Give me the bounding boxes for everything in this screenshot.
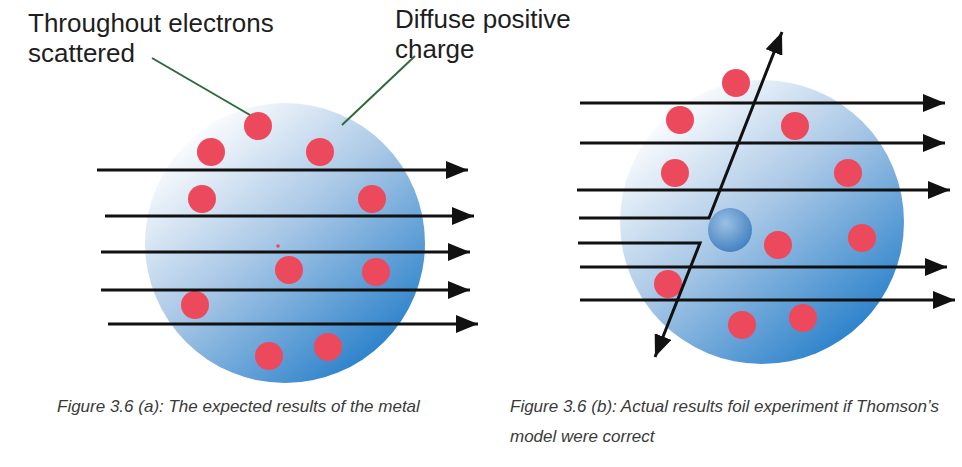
electron — [764, 231, 792, 259]
leader-line — [152, 58, 250, 115]
electron — [314, 333, 342, 361]
alpha-path — [580, 299, 955, 302]
alpha-path — [101, 289, 470, 292]
alpha-path — [108, 323, 478, 326]
electron — [661, 159, 689, 187]
electron — [181, 291, 209, 319]
electron — [848, 224, 876, 252]
alpha-path — [580, 102, 945, 105]
alpha-path — [580, 142, 945, 145]
alpha-path — [580, 266, 947, 269]
alpha-paths — [577, 32, 955, 357]
deflected-path — [578, 243, 700, 357]
positive-sphere — [145, 103, 425, 383]
alpha-path — [577, 189, 950, 192]
figure-caption: Figure 3.6 (b): Actual results foil expe… — [510, 392, 950, 452]
electron — [728, 311, 756, 339]
electron — [255, 342, 283, 370]
electron — [275, 256, 303, 284]
electron — [358, 185, 386, 213]
positive-sphere — [620, 80, 904, 364]
figure-caption: Figure 3.6 (a): The expected results of … — [57, 392, 507, 422]
electron — [244, 112, 272, 140]
electron — [362, 258, 390, 286]
electron — [306, 138, 334, 166]
leader-lines — [152, 56, 415, 125]
electron — [781, 112, 809, 140]
electron — [789, 304, 817, 332]
electron — [654, 270, 682, 298]
nucleus — [708, 208, 752, 252]
deflected-path — [579, 32, 782, 218]
electron — [197, 138, 225, 166]
alpha-paths — [97, 170, 478, 324]
electron-group — [181, 112, 390, 370]
electron — [834, 159, 862, 187]
leader-line — [342, 56, 415, 125]
callout-label: Diffuse positive charge — [395, 4, 620, 64]
alpha-path — [97, 169, 468, 172]
electron — [722, 69, 750, 97]
center-dot — [276, 244, 280, 248]
electron — [666, 106, 694, 134]
alpha-path — [105, 215, 474, 218]
alpha-path — [101, 251, 470, 254]
callout-label: Throughout electrons scattered — [28, 8, 313, 68]
electron — [188, 185, 216, 213]
